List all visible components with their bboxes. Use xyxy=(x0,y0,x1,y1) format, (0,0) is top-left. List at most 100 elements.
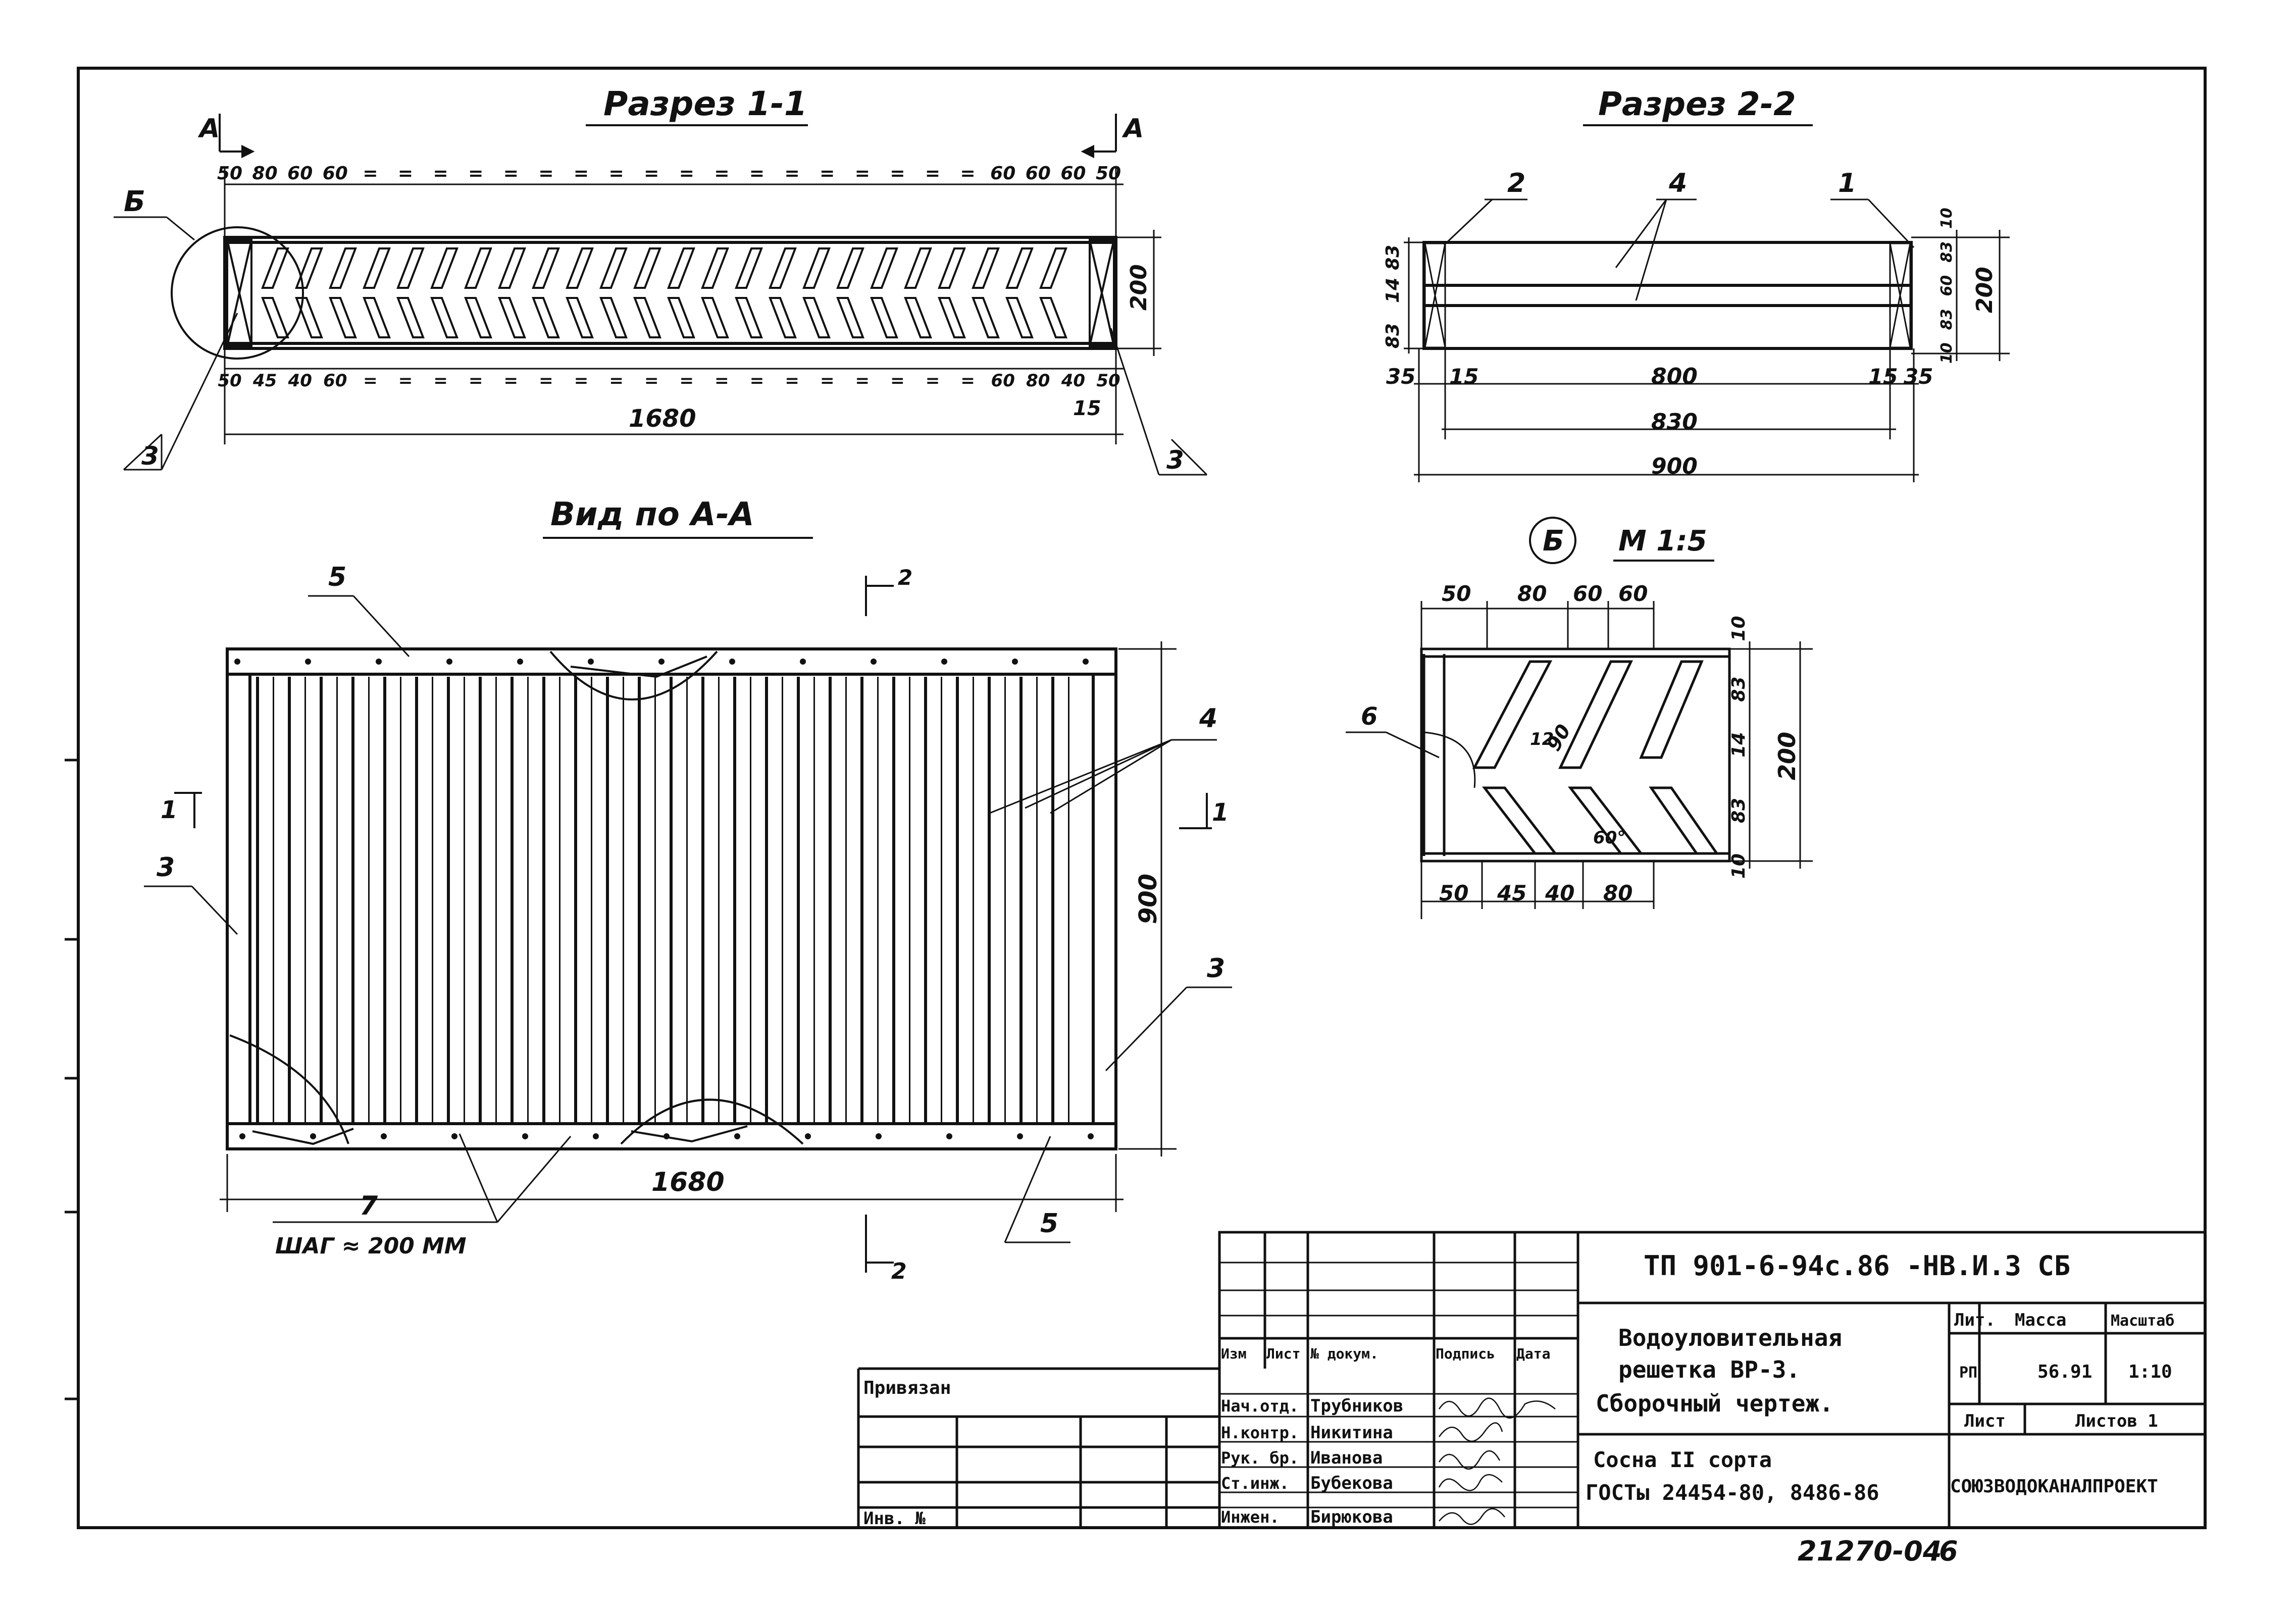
doc-code: ТП 901-6-94с.86 -НВ.И.3 СБ xyxy=(1644,1250,2070,1282)
mass-header: Масса xyxy=(2015,1310,2066,1330)
s11-slat-lower xyxy=(295,297,323,338)
detail-b: Б М 1:5 xyxy=(1346,517,1813,919)
nail-dot xyxy=(381,1133,387,1139)
s11-slat-lower xyxy=(802,297,831,338)
s11-top-dim-label: = xyxy=(714,163,729,184)
nail-dot xyxy=(946,1133,952,1139)
nail-dot xyxy=(1017,1133,1023,1139)
s11-bottom-dim-label: = xyxy=(433,371,448,391)
view-callout-5-top: 5 xyxy=(328,562,346,592)
s11-slat-lower xyxy=(1039,297,1067,338)
s11-bottom-dim-label: = xyxy=(890,371,905,391)
s11-slat-upper xyxy=(532,247,560,289)
s11-top-dim-label: = xyxy=(574,163,589,184)
s11-slat-upper xyxy=(802,247,831,289)
title-block-headers: Изм Лист № докум. Подпись Дата xyxy=(1221,1345,1550,1362)
callout-3-right: 3 xyxy=(1166,445,1184,475)
inv-label: Инв. № xyxy=(863,1508,926,1529)
s11-bottom-dim-label: = xyxy=(855,371,870,391)
marker-a-right: А xyxy=(1121,114,1144,144)
s11-height-dim: 200 xyxy=(1126,264,1152,311)
view-marker-2-top-label: 2 xyxy=(898,565,912,590)
detail-b-circle xyxy=(171,226,304,360)
view-length-dim: 1680 xyxy=(651,1167,725,1197)
nail-dot xyxy=(871,659,877,665)
title-block-rows xyxy=(1219,1262,1578,1508)
nail-dot xyxy=(941,659,947,665)
section-marker-right xyxy=(1081,114,1117,159)
s22-dim-15-left: 15 xyxy=(1449,364,1478,389)
s11-bottom-dim-label: = xyxy=(539,371,553,391)
s11-slat-upper xyxy=(836,247,864,289)
nail-dot xyxy=(593,1133,599,1139)
s11-slat-upper xyxy=(363,247,391,289)
s11-body xyxy=(223,236,1117,350)
s11-bottom-dim-label: = xyxy=(363,371,378,391)
s11-bottom-dim-label: 40 xyxy=(1061,371,1085,391)
nail-dot xyxy=(876,1133,882,1139)
s11-bottom-dim-label: = xyxy=(644,371,659,391)
s11-slat-upper xyxy=(464,247,492,289)
s11-slat-lower xyxy=(870,297,898,338)
s11-slat-lower xyxy=(972,297,1000,338)
s11-top-dim-label: = xyxy=(855,163,870,184)
section-2-2-title: Разрез 2-2 xyxy=(1598,86,1796,123)
view-marker-1-left xyxy=(174,792,202,828)
privyazan-label: Привязан xyxy=(863,1378,951,1398)
lit-header: Лит. xyxy=(1954,1310,1996,1330)
s11-bottom-dim-label: 45 xyxy=(252,371,277,391)
s11-slat-upper xyxy=(329,247,357,289)
callout-3-left-s11 xyxy=(123,313,238,471)
s11-slat-lower xyxy=(599,297,628,338)
s11-bottom-dim-label: = xyxy=(785,371,799,391)
lit-value: РП xyxy=(1959,1364,1977,1382)
nail-dot xyxy=(239,1133,245,1139)
s11-top-dim-label: 60 xyxy=(1060,163,1086,184)
nail-dot xyxy=(1083,659,1089,665)
s11-slat-lower xyxy=(498,297,526,338)
scale-header: Масштаб xyxy=(2111,1312,2174,1330)
detail-slats xyxy=(1472,660,1719,855)
view-a-a-title: Вид по А-А xyxy=(550,496,754,533)
s11-top-dim-label: = xyxy=(609,163,624,184)
view-callout-4: 4 xyxy=(1199,703,1217,734)
s22-dim-35-left: 35 xyxy=(1386,364,1415,389)
s11-slat-upper xyxy=(938,247,966,289)
marker-a-left: А xyxy=(197,114,220,144)
s11-top-dim-label: = xyxy=(644,163,659,184)
s11-top-dim-label: = xyxy=(960,163,976,184)
s22-right-dims: 1083608310 xyxy=(1938,208,1956,364)
title-block-roles: Нач.отд. Н.контр. Рук. бр. Ст.инж. Инжен… xyxy=(1221,1396,1308,1527)
nail-dot xyxy=(517,659,523,665)
title-block: ТП 901-6-94с.86 -НВ.И.3 СБ Изм Лист № до… xyxy=(857,1231,2207,1529)
s11-slat-lower xyxy=(566,297,594,338)
s11-top-dim-label: 60 xyxy=(1026,163,1051,184)
s11-bottom-dim-label: 40 xyxy=(288,371,312,391)
s11-small-dim: 15 xyxy=(1073,397,1101,420)
s11-slat-lower xyxy=(633,297,661,338)
view-a-a: Вид по А-А 2 2 xyxy=(144,496,1232,1284)
view-marker-1-right-label: 1 xyxy=(1212,798,1229,827)
s11-top-dim-label: = xyxy=(890,163,905,184)
s11-top-dim-label: = xyxy=(503,163,519,184)
s11-top-dim-label: 60 xyxy=(323,163,348,184)
s11-slat-lower xyxy=(261,297,289,338)
callout-3-right-s11 xyxy=(1110,328,1208,476)
s11-bottom-dim-label: 80 xyxy=(1026,371,1050,391)
s11-slat-upper xyxy=(1039,247,1067,289)
detail-b-label: Б xyxy=(1543,525,1564,558)
s11-top-dim-label: 60 xyxy=(287,163,313,184)
detail-body xyxy=(1420,647,1731,863)
footer-number: 21270-04 xyxy=(1798,1535,1942,1567)
nail-dot xyxy=(305,659,311,665)
s11-slat-lower xyxy=(836,297,864,338)
detail-angle: 60° xyxy=(1593,828,1625,848)
s11-bottom-dim-label: = xyxy=(820,371,835,391)
s11-bottom-dim-label: = xyxy=(574,371,589,391)
s22-height-dim: 200 xyxy=(1972,267,1998,313)
s11-slat-lower xyxy=(667,297,695,338)
